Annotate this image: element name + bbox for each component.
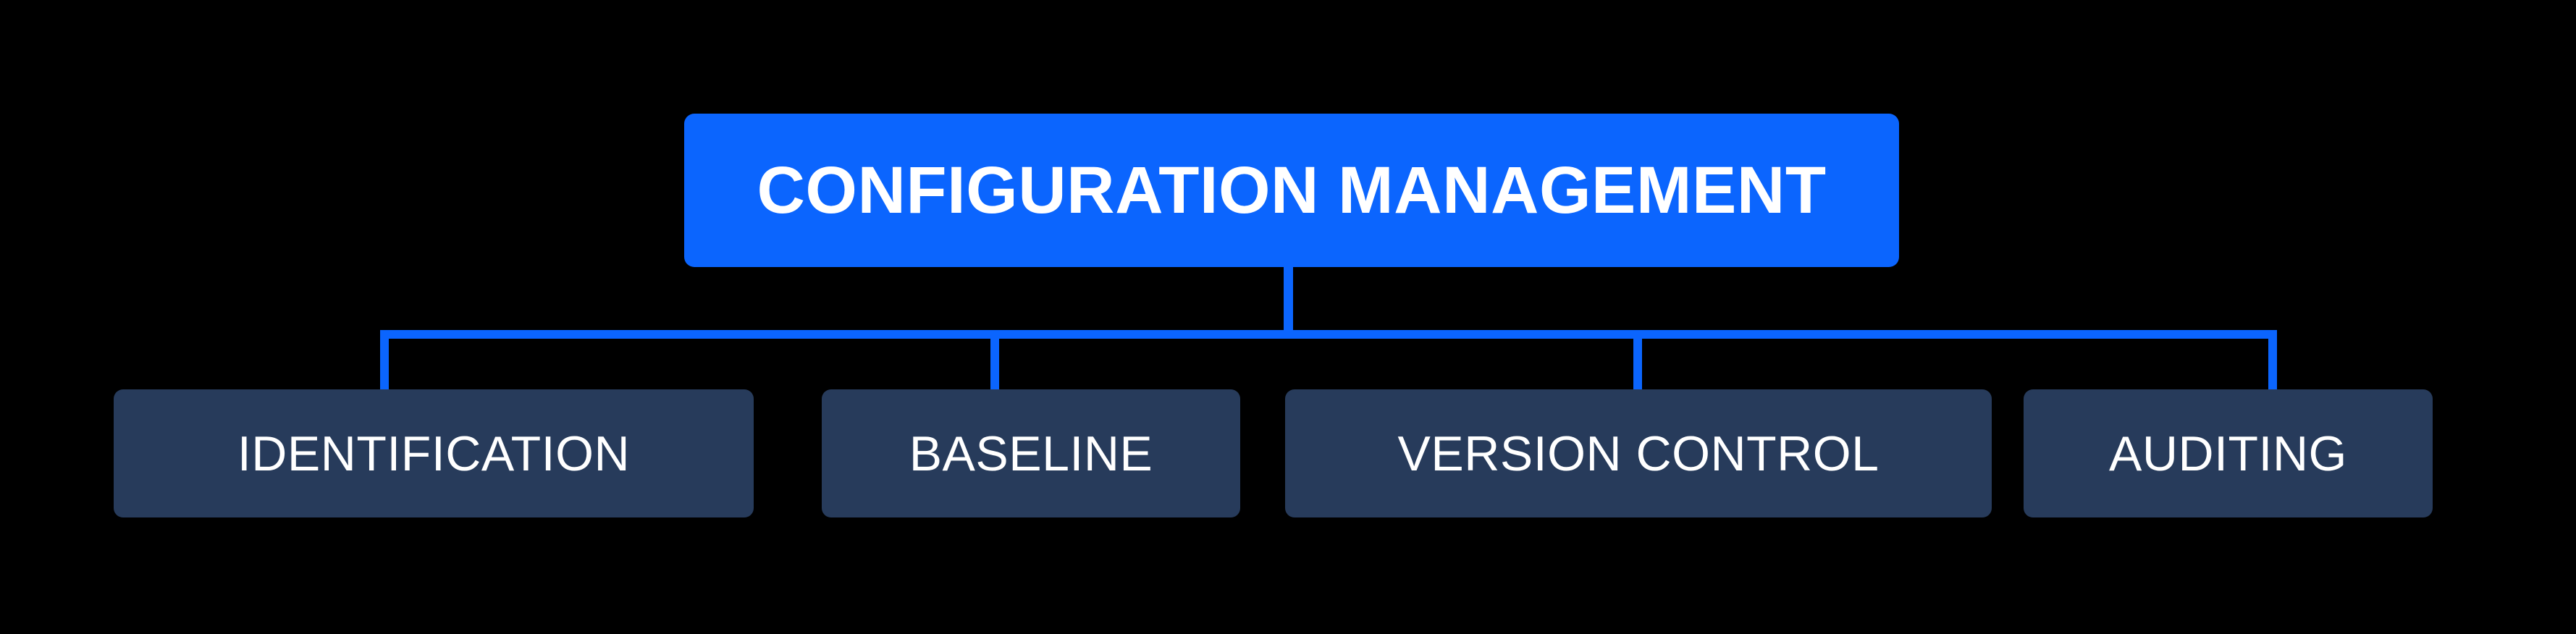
connector-branch-baseline (990, 330, 999, 394)
root-node-configuration-management[interactable]: CONFIGURATION MANAGEMENT (684, 114, 1899, 267)
connector-branch-version-control (1633, 330, 1642, 394)
child-node-auditing[interactable]: AUDITING (2024, 389, 2433, 517)
root-node-label: CONFIGURATION MANAGEMENT (757, 153, 1827, 227)
child-node-version-control[interactable]: VERSION CONTROL (1285, 389, 1992, 517)
connector-branch-auditing (2268, 330, 2277, 394)
child-node-label-baseline: BASELINE (909, 426, 1153, 481)
child-node-baseline[interactable]: BASELINE (822, 389, 1240, 517)
child-node-label-identification: IDENTIFICATION (237, 426, 631, 481)
child-node-label-version-control: VERSION CONTROL (1397, 426, 1880, 481)
connector-horizontal-bus (380, 330, 2277, 339)
connector-branch-identification (380, 330, 389, 394)
child-node-identification[interactable]: IDENTIFICATION (114, 389, 754, 517)
connector-trunk-line (1284, 262, 1293, 334)
child-node-label-auditing: AUDITING (2109, 426, 2347, 481)
